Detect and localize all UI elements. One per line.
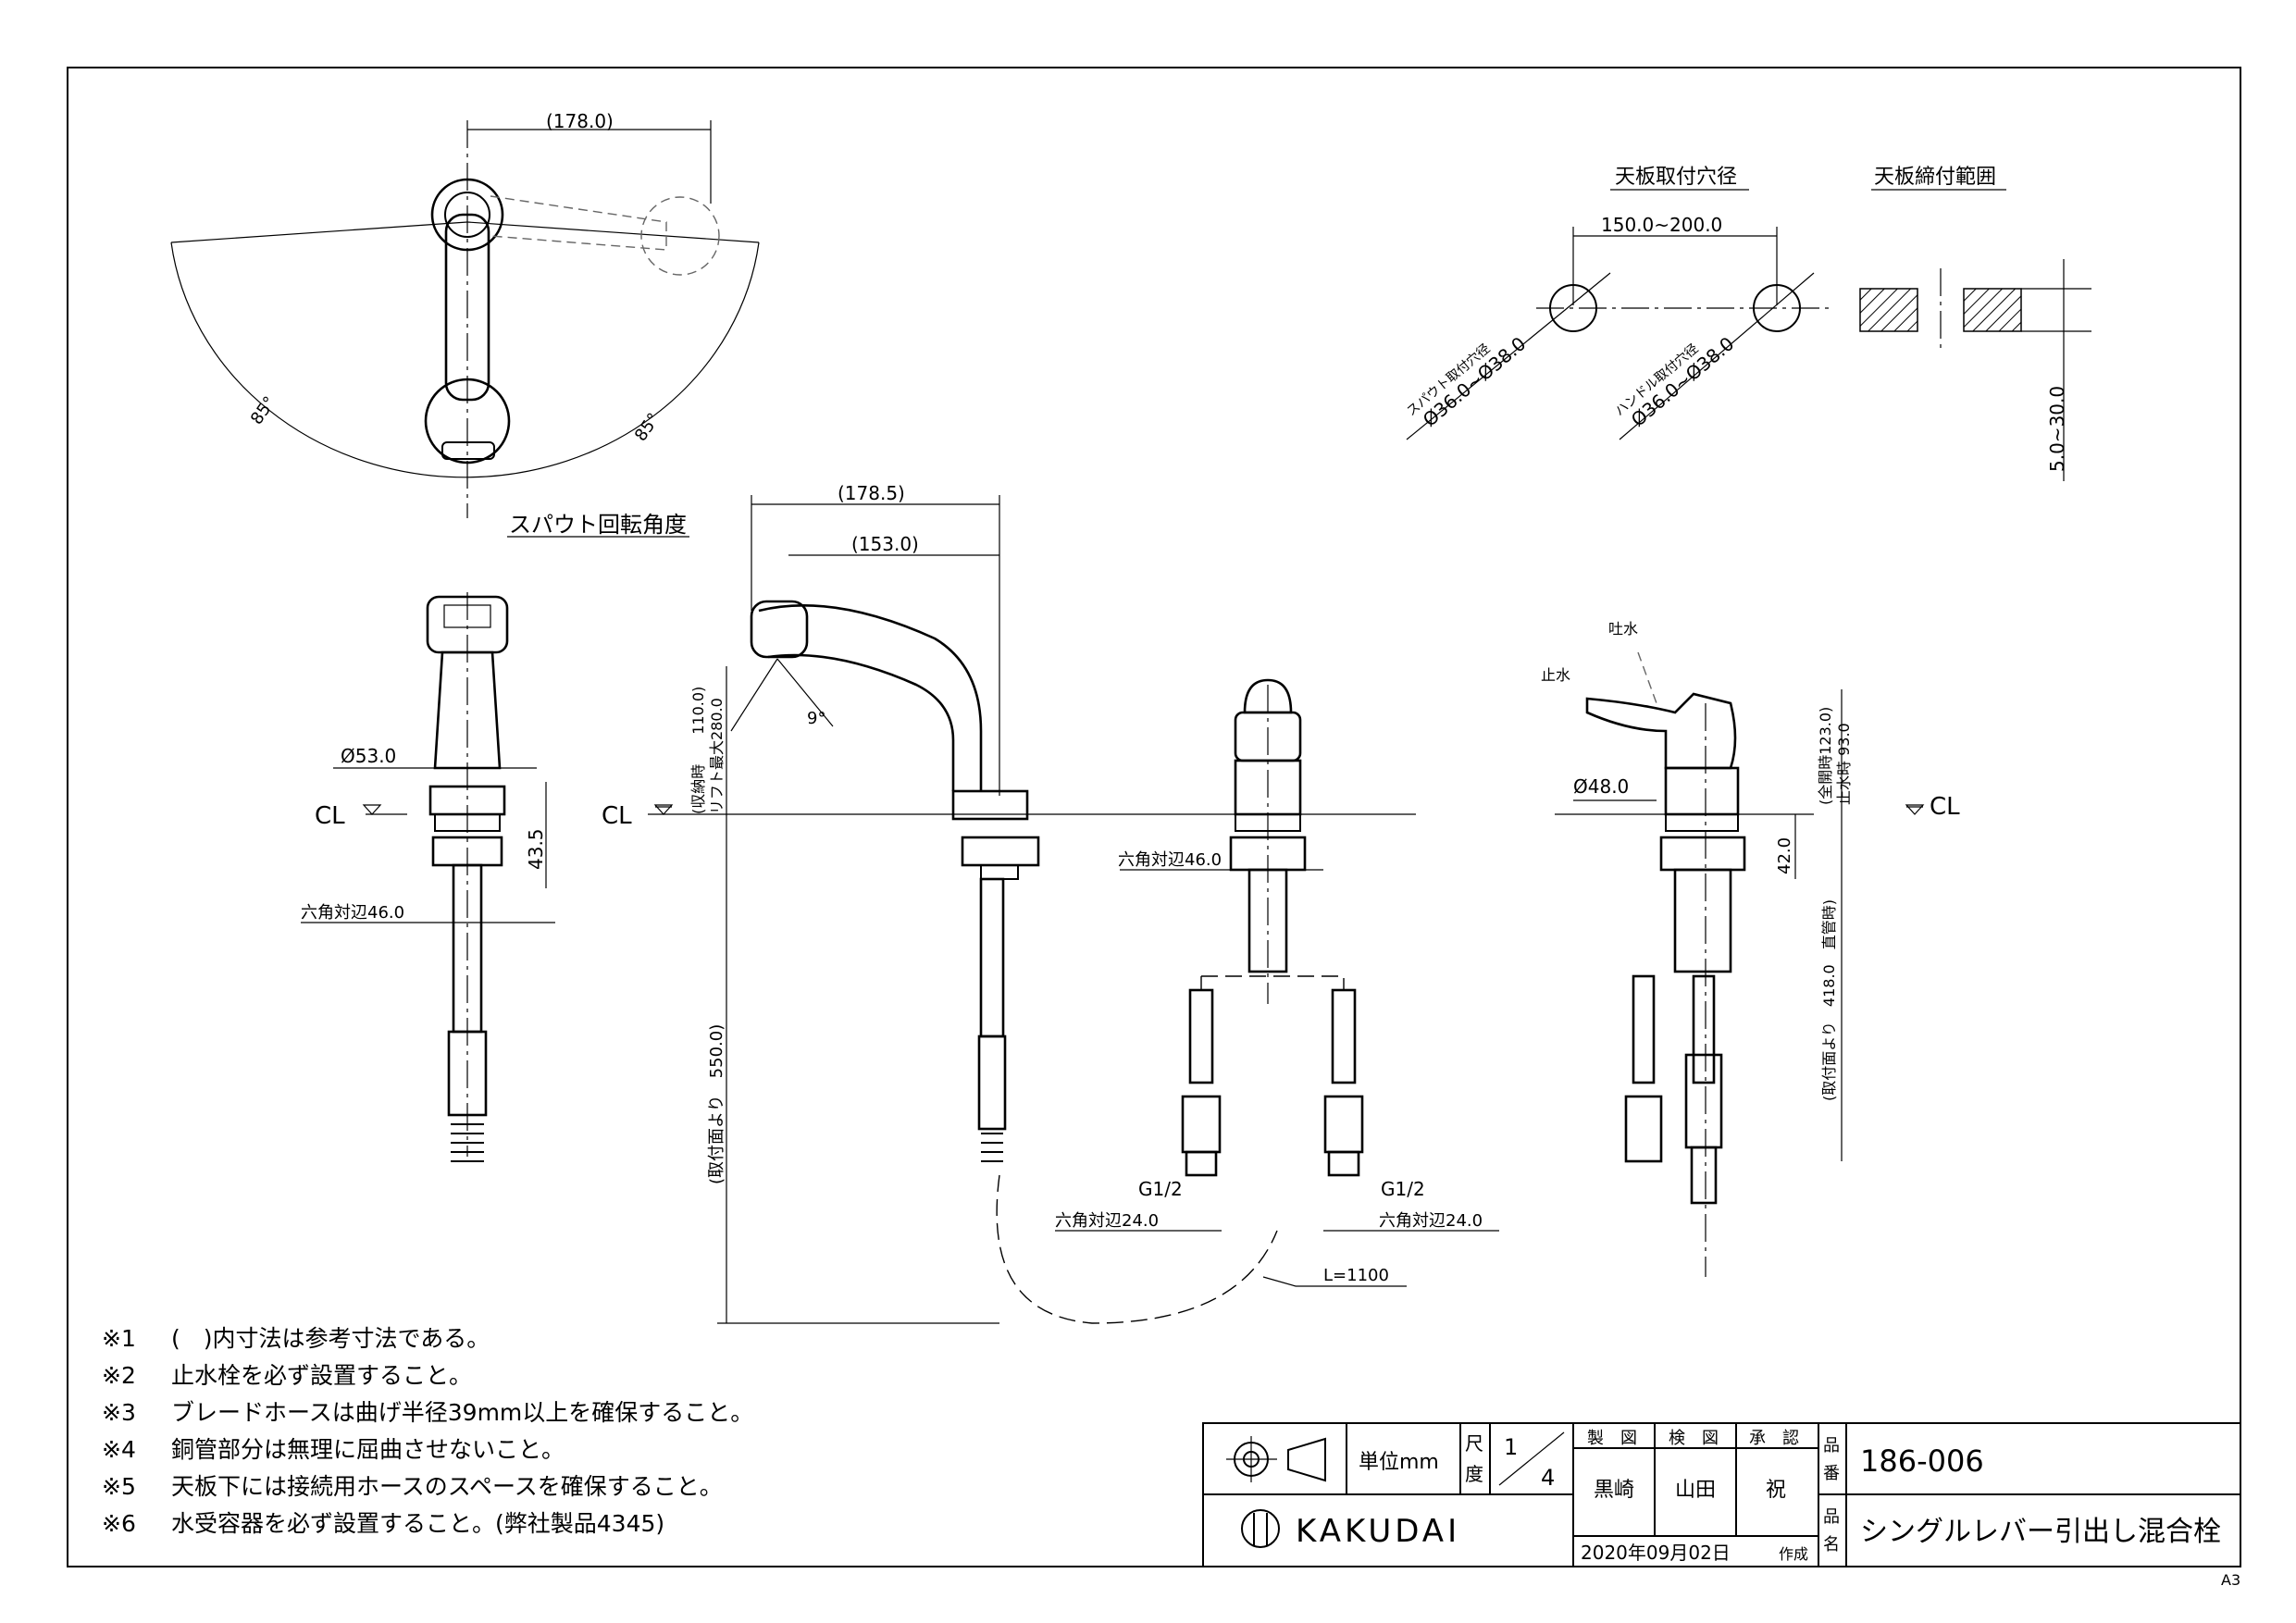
side-view: CL 9° L=1100 (178.5) (153.0) (収納時 110.0)… — [602, 482, 1416, 1324]
checked-header: 検 図 — [1669, 1429, 1719, 1448]
unit-label: 単位mm — [1359, 1451, 1439, 1474]
scale-num: 1 — [1504, 1434, 1518, 1460]
title-block: 単位mm 尺 度 1 4 製 図 検 図 承 認 黒崎 山田 祝 品 番 186… — [1202, 1422, 2241, 1567]
note-text: 天板下には接続用ホースのスペースを確保すること。 — [171, 1473, 723, 1500]
spout-rotation-view: (178.0) 85° 85° スパウト回転角度 — [170, 110, 760, 538]
note-text: ブレードホースは曲げ半径39mm以上を確保すること。 — [171, 1399, 753, 1426]
note-text: ( )内寸法は参考寸法である。 — [171, 1325, 490, 1352]
note-text: 止水栓を必ず設置すること。 — [171, 1362, 472, 1389]
note-mark: ※5 — [102, 1473, 136, 1500]
side-length-dim: (取付面より 550.0) — [707, 1024, 726, 1184]
note-mark: ※6 — [102, 1510, 136, 1537]
right-dia-dim: Ø48.0 — [1573, 775, 1629, 798]
top-width-dim: (178.0) — [546, 110, 614, 132]
number-label-2: 番 — [1823, 1464, 1840, 1483]
cl-front: CL — [315, 802, 345, 830]
front-hex-dim: 六角対辺46.0 — [301, 903, 404, 923]
name-label-1: 品 — [1823, 1507, 1840, 1527]
hex24-left: 六角対辺24.0 — [1055, 1211, 1159, 1231]
scale-label-1: 尺 — [1465, 1432, 1483, 1455]
g-left-label: G1/2 — [1138, 1178, 1183, 1200]
company-name: KAKUDAI — [1296, 1513, 1460, 1550]
hose-path — [996, 1174, 1278, 1324]
front-height-dim: 43.5 — [525, 828, 547, 870]
note-mark: ※1 — [102, 1325, 136, 1352]
checked-by: 山田 — [1675, 1479, 1716, 1502]
rot-right-dim: 85° — [631, 410, 664, 445]
note-mark: ※2 — [102, 1362, 136, 1389]
rot-left-dim: 85° — [247, 393, 280, 428]
stop-label: 止水 — [1541, 666, 1570, 684]
rotation-arc — [170, 242, 760, 478]
hole-title: 天板取付穴径 — [1615, 166, 1737, 189]
g-right-label: G1/2 — [1381, 1178, 1425, 1200]
created-suffix: 作成 — [1779, 1545, 1808, 1563]
note-text: 銅管部分は無理に屈曲させないこと。 — [171, 1436, 565, 1463]
right-h2-dim: 止水時 93.0 — [1835, 723, 1853, 805]
cl-right: CL — [1930, 793, 1960, 821]
approved-header: 承 認 — [1749, 1429, 1799, 1448]
rotation-title: スパウト回転角度 — [509, 512, 687, 538]
made-header: 製 図 — [1587, 1429, 1637, 1448]
approved-by: 祝 — [1766, 1479, 1786, 1502]
handle-front-view: 六角対辺46.0 G1/2 G1/2 六角対辺24.0 六角対辺24.0 — [1055, 678, 1499, 1232]
drawing-border — [67, 67, 2241, 1567]
made-by: 黒崎 — [1594, 1479, 1634, 1502]
created-date: 2020年09月02日 — [1581, 1542, 1731, 1564]
front-view: Ø53.0 43.5 六角対辺46.0 CL — [301, 592, 555, 1162]
product-number: 186-006 — [1860, 1443, 1984, 1479]
note-text: 水受容器を必ず設置すること。(弊社製品4345) — [171, 1510, 664, 1537]
hole-pitch-dim: 150.0~200.0 — [1601, 214, 1722, 236]
hose-length-dim: L=1100 — [1323, 1266, 1389, 1285]
side-angle-dim: 9° — [807, 709, 825, 728]
right-42-dim: 42.0 — [1775, 837, 1794, 874]
name-label-2: 名 — [1823, 1535, 1840, 1555]
number-label-1: 品 — [1823, 1436, 1840, 1456]
product-name: シングルレバー引出し混合栓 — [1860, 1516, 2221, 1548]
right-418-dim: (取付面より 418.0 直管時) — [1820, 899, 1838, 1101]
spout-label: 吐水 — [1608, 620, 1638, 638]
side-w2-dim: (153.0) — [851, 533, 919, 555]
right-side-view: 吐水 止水 Ø48.0 (全開時123.0) 止水時 93.0 42.0 (取付… — [1541, 620, 1960, 1277]
scale-den: 4 — [1541, 1465, 1555, 1491]
note-mark: ※3 — [102, 1399, 136, 1426]
notes: ※1 ( )内寸法は参考寸法である。 ※2 止水栓を必ず設置すること。 ※3 ブ… — [102, 1325, 753, 1537]
third-angle-projection-icon — [1226, 1436, 1326, 1482]
mid-hex-dim: 六角対辺46.0 — [1118, 850, 1222, 870]
right-h1-dim: (全開時123.0) — [1817, 707, 1834, 805]
front-dia-dim: Ø53.0 — [341, 745, 396, 767]
sheet-size: A3 — [2221, 1571, 2240, 1589]
kakudai-logo-icon — [1241, 1509, 1280, 1548]
side-height-1: (収納時 110.0) — [689, 687, 707, 814]
hole-detail: 天板取付穴径 天板締付範囲 150.0~200.0 スパウト取付穴径 Ø36.0… — [1404, 166, 2091, 481]
side-w1-dim: (178.5) — [838, 482, 905, 504]
thickness-dim: 5.0~30.0 — [2046, 386, 2068, 472]
clamp-title: 天板締付範囲 — [1874, 166, 1996, 189]
note-mark: ※4 — [102, 1436, 136, 1463]
side-height-2: リフト最大280.0 — [708, 698, 726, 814]
cl-side: CL — [602, 802, 632, 830]
hex24-right: 六角対辺24.0 — [1379, 1211, 1483, 1231]
scale-label-2: 度 — [1465, 1463, 1483, 1485]
